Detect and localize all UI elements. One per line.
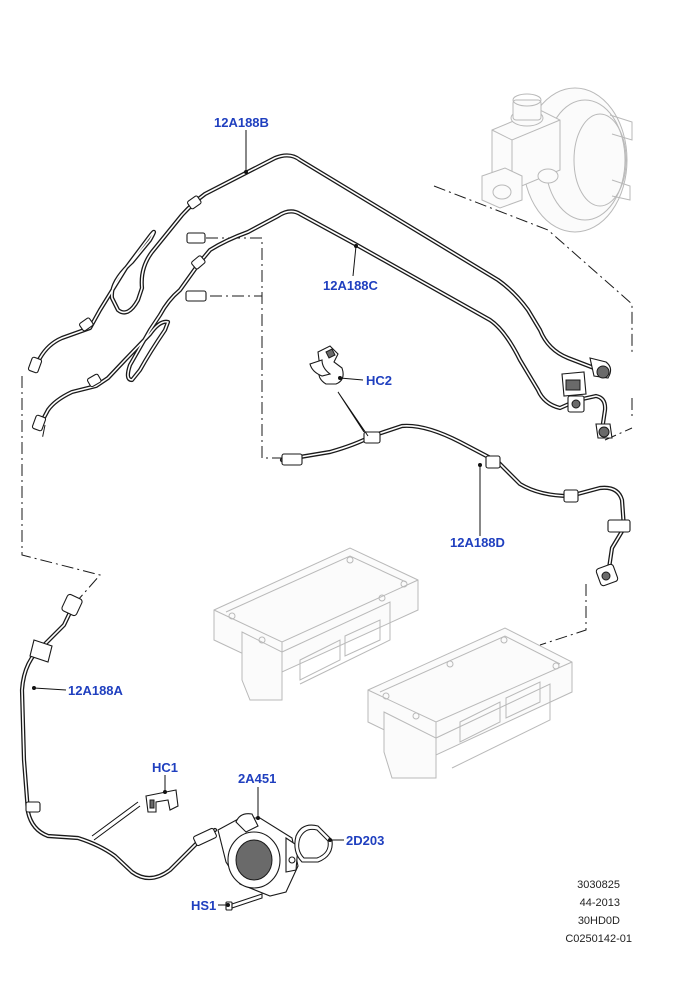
reference-line-3: 30HD0D (578, 915, 620, 927)
brake-pipe-12a188c (31, 209, 613, 439)
brake-pipe-12a188a (19, 593, 218, 881)
callout-12a188d: 12A188D (450, 535, 505, 550)
callout-hc1: HC1 (152, 760, 178, 775)
callout-leaders (32, 130, 482, 907)
callout-12a188b: 12A188B (214, 115, 269, 130)
diagram-reference-block: 3030825 44-2013 30HD0D C0250142-01 (565, 879, 632, 945)
reference-line-1: 3030825 (577, 879, 620, 891)
brake-booster-assembly (481, 87, 633, 233)
callout-hc2: HC2 (366, 373, 392, 388)
vacuum-pump-2a451 (217, 813, 299, 897)
bolt-hs1 (225, 893, 263, 911)
hose-clip-hc1 (145, 789, 179, 813)
callout-12a188a: 12A188A (68, 683, 124, 698)
oil-pan-lower (367, 627, 573, 779)
reference-line-2: 44-2013 (580, 897, 620, 909)
callout-hs1: HS1 (191, 898, 216, 913)
oil-pan-upper (213, 547, 419, 701)
brake-pipe-12a188d (279, 423, 631, 587)
callout-2a451: 2A451 (238, 771, 276, 786)
seal-2d203 (294, 824, 333, 863)
brake-pipe-12a188b (27, 153, 612, 379)
hose-clip-hc2 (309, 345, 344, 385)
callout-12a188c: 12A188C (323, 278, 379, 293)
callout-2d203: 2D203 (346, 833, 384, 848)
reference-line-4: C0250142-01 (565, 933, 632, 945)
